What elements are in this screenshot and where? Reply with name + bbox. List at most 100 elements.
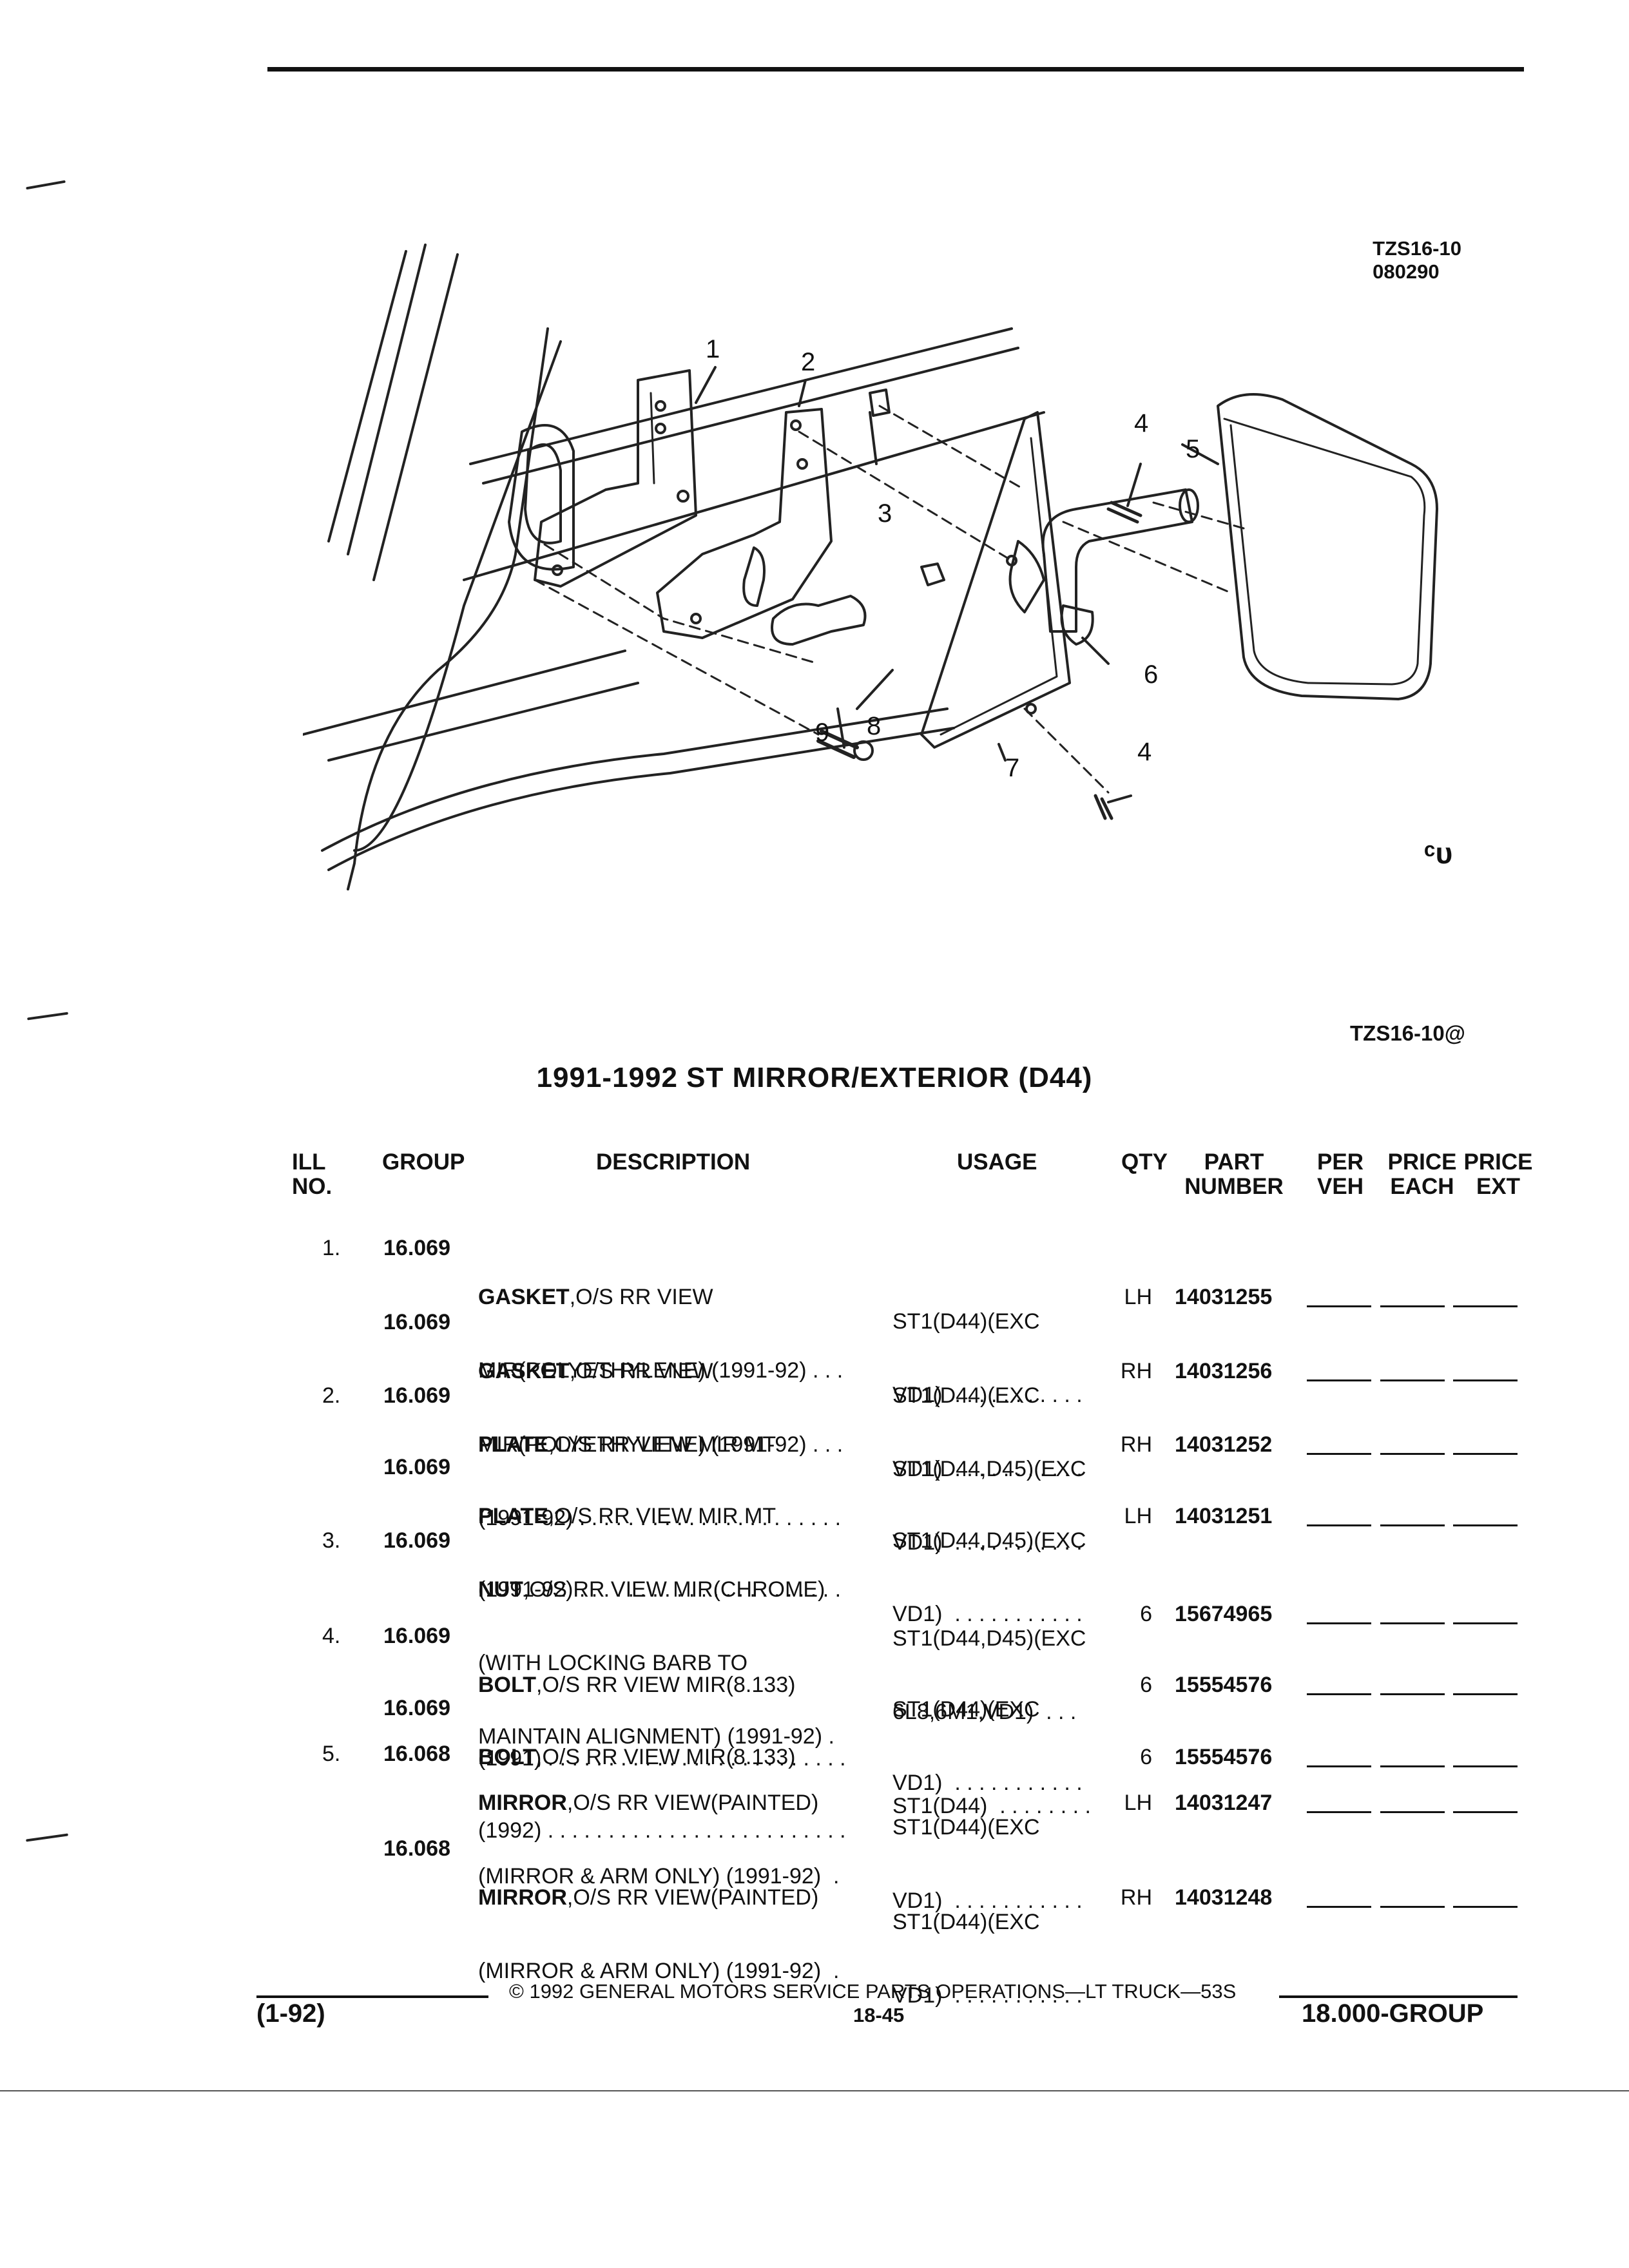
desc-line-2: (1991) . . . . . . . . . . . . . . . . .…: [478, 1746, 846, 1771]
row-ill-no: 3.: [322, 1528, 341, 1553]
row-qty: RH: [1120, 1432, 1152, 1457]
desc-line-1: ,O/S RR VIEW MIR(8.133): [536, 1745, 796, 1769]
usage-line-1: ST1(D44)(EXC: [892, 1910, 1040, 1934]
row-description: PLATE,O/S RR VIEW MIR MT (1991-92) . . .…: [478, 1455, 841, 1675]
row-group: 16.069: [383, 1455, 450, 1479]
part-name: GASKET: [478, 1285, 570, 1309]
footer-rule-right: [1279, 1995, 1518, 1998]
usage-line-1: ST1(D44) . . . . . . . .: [892, 1794, 1091, 1818]
desc-line-2: (MIRROR & ARM ONLY) (1991-92) .: [478, 1959, 840, 1983]
row-description: GASKET,O/S RR VIEW MIR(POLYETHYLENE) (19…: [478, 1236, 843, 1456]
row-ill-no: 5.: [322, 1742, 341, 1766]
row-part-number: 14031256: [1175, 1359, 1273, 1383]
price-each-blank: [1380, 1305, 1445, 1307]
row-part-number: 14031251: [1175, 1504, 1273, 1528]
door-lower-body: [303, 649, 955, 871]
row-part-number: 14031252: [1175, 1432, 1273, 1457]
row-usage: ST1(D44)(EXC VD1) . . . . . . . . . . .: [892, 1648, 1083, 1844]
page-title: 1991-1992 ST MIRROR/EXTERIOR (D44): [536, 1062, 1093, 1093]
callout-6: 6: [1144, 660, 1158, 689]
price-per-veh-blank: [1307, 1379, 1371, 1381]
col-per-veh: PER VEH: [1317, 1149, 1364, 1199]
row-part-number: 14031255: [1175, 1285, 1273, 1309]
row-qty: RH: [1120, 1359, 1152, 1383]
part-5-mirror-head: [1217, 393, 1438, 700]
row-ill-no: 2.: [322, 1383, 341, 1408]
logo-mark: ᶜᴜ: [1424, 836, 1452, 870]
col-usage: USAGE: [957, 1149, 1037, 1175]
usage-line-1: ST1(D44,D45)(EXC: [892, 1528, 1086, 1553]
door-seal-inner: [524, 443, 562, 544]
col-group: GROUP: [382, 1149, 465, 1175]
part-name: PLATE: [478, 1432, 548, 1457]
desc-line-1: ,O/S RR VIEW MIR MT: [548, 1504, 776, 1528]
usage-line-2: 6L8,6M1,VD1) . . .: [892, 1700, 1077, 1724]
desc-line-1: ,O/S RR VIEW: [569, 1359, 713, 1383]
row-qty: LH: [1124, 1285, 1152, 1309]
row-part-number: 15554576: [1175, 1673, 1273, 1697]
usage-line-2: VD1) . . . . . . . . . . .: [892, 1888, 1083, 1913]
part-name: BOLT: [478, 1673, 537, 1697]
usage-line-1: ST1(D44)(EXC: [892, 1815, 1040, 1840]
row-qty: RH: [1120, 1885, 1152, 1910]
price-each-blank: [1380, 1379, 1445, 1381]
row-qty: 6: [1140, 1602, 1152, 1626]
row-ill-no: 1.: [322, 1236, 341, 1260]
row-usage: ST1(D44)(EXC VD1) . . . . . . . . . . .: [892, 1766, 1083, 1962]
part-2-plate: [656, 408, 833, 639]
row-part-number: 14031247: [1175, 1791, 1273, 1815]
price-ext-blank: [1453, 1379, 1518, 1381]
usage-line-2: VD1) . . . . . . . . . . .: [892, 1383, 1083, 1407]
row-usage: ST1(D44,D45)(EXC VD1) . . . . . . . . . …: [892, 1479, 1086, 1675]
col-price-each: PRICE EACH: [1387, 1149, 1457, 1199]
row-group: 16.069: [383, 1528, 450, 1553]
col-part-number: PART NUMBER: [1184, 1149, 1284, 1199]
row-usage: ST1(D44)(EXC VD1) . . . . . . . . . . .: [892, 1334, 1083, 1530]
row-group: 16.069: [383, 1624, 450, 1648]
row-description: GASKET,O/S RR VIEW MIR(POLYETHYLENE) (19…: [478, 1310, 843, 1530]
price-per-veh-blank: [1307, 1305, 1371, 1307]
footer-copyright: © 1992 GENERAL MOTORS SERVICE PARTS OPER…: [509, 1980, 1237, 2003]
price-ext-blank: [1453, 1765, 1518, 1767]
usage-line-2: VD1) . . . . . . . . . . .: [892, 1983, 1083, 2008]
usage-line-1: ST1(D44,D45)(EXC: [892, 1626, 1086, 1651]
footer-group: 18.000-GROUP: [1302, 1999, 1484, 2028]
price-per-veh-blank: [1307, 1811, 1371, 1813]
callout-7: 7: [1005, 754, 1019, 782]
price-ext-blank: [1453, 1906, 1518, 1908]
row-part-number: 15554576: [1175, 1745, 1273, 1769]
callout-4-lower: 4: [1137, 738, 1152, 766]
bottom-edge-rule: [0, 2090, 1629, 2091]
price-each-blank: [1380, 1693, 1445, 1695]
part-7-mirror-base: [920, 411, 1071, 749]
row-group: 16.069: [383, 1696, 450, 1720]
desc-line-2: MIR(POLYETHYLENE) (1991-92) . . .: [478, 1432, 843, 1457]
desc-line-2: (WITH LOCKING BARB TO: [478, 1651, 748, 1675]
row-qty: LH: [1124, 1791, 1152, 1815]
row-description: BOLT,O/S RR VIEW MIR(8.133) (1992) . . .…: [478, 1696, 846, 1916]
usage-line-1: ST1(D44,D45)(EXC: [892, 1457, 1086, 1481]
callout-1: 1: [706, 335, 720, 363]
footer-rule-left: [256, 1995, 488, 1998]
part-name: MIRROR: [478, 1791, 567, 1815]
margin-mark: [27, 1012, 68, 1021]
part-4-bolt-upper: [1106, 501, 1142, 524]
price-per-veh-blank: [1307, 1453, 1371, 1455]
desc-line-3: MAINTAIN ALIGNMENT) (1991-92) .: [478, 1724, 834, 1749]
drawing-id: TZS16-10: [1373, 237, 1461, 260]
desc-line-1: ,O/S RR VIEW(PAINTED): [566, 1885, 819, 1910]
callout-9: 9: [815, 718, 829, 747]
footer-date-code: (1-92): [256, 1999, 325, 2028]
row-group: 16.069: [383, 1310, 450, 1334]
usage-line-2: VD1) . . . . . . . . . . .: [892, 1771, 1083, 1795]
callout-4-upper: 4: [1134, 409, 1148, 437]
part-name: MIRROR: [478, 1885, 567, 1910]
desc-line-1: ,O/S RR VIEW: [569, 1285, 713, 1309]
row-part-number: 15674965: [1175, 1602, 1273, 1626]
row-description: MIRROR,O/S RR VIEW(PAINTED) (MIRROR & AR…: [478, 1836, 840, 2057]
usage-line-2: VD1) . . . . . . . . . . .: [892, 1457, 1083, 1481]
mirror-arm: [1041, 488, 1193, 633]
row-group: 16.069: [383, 1383, 450, 1408]
price-ext-blank: [1453, 1622, 1518, 1624]
col-description: DESCRIPTION: [596, 1149, 751, 1175]
